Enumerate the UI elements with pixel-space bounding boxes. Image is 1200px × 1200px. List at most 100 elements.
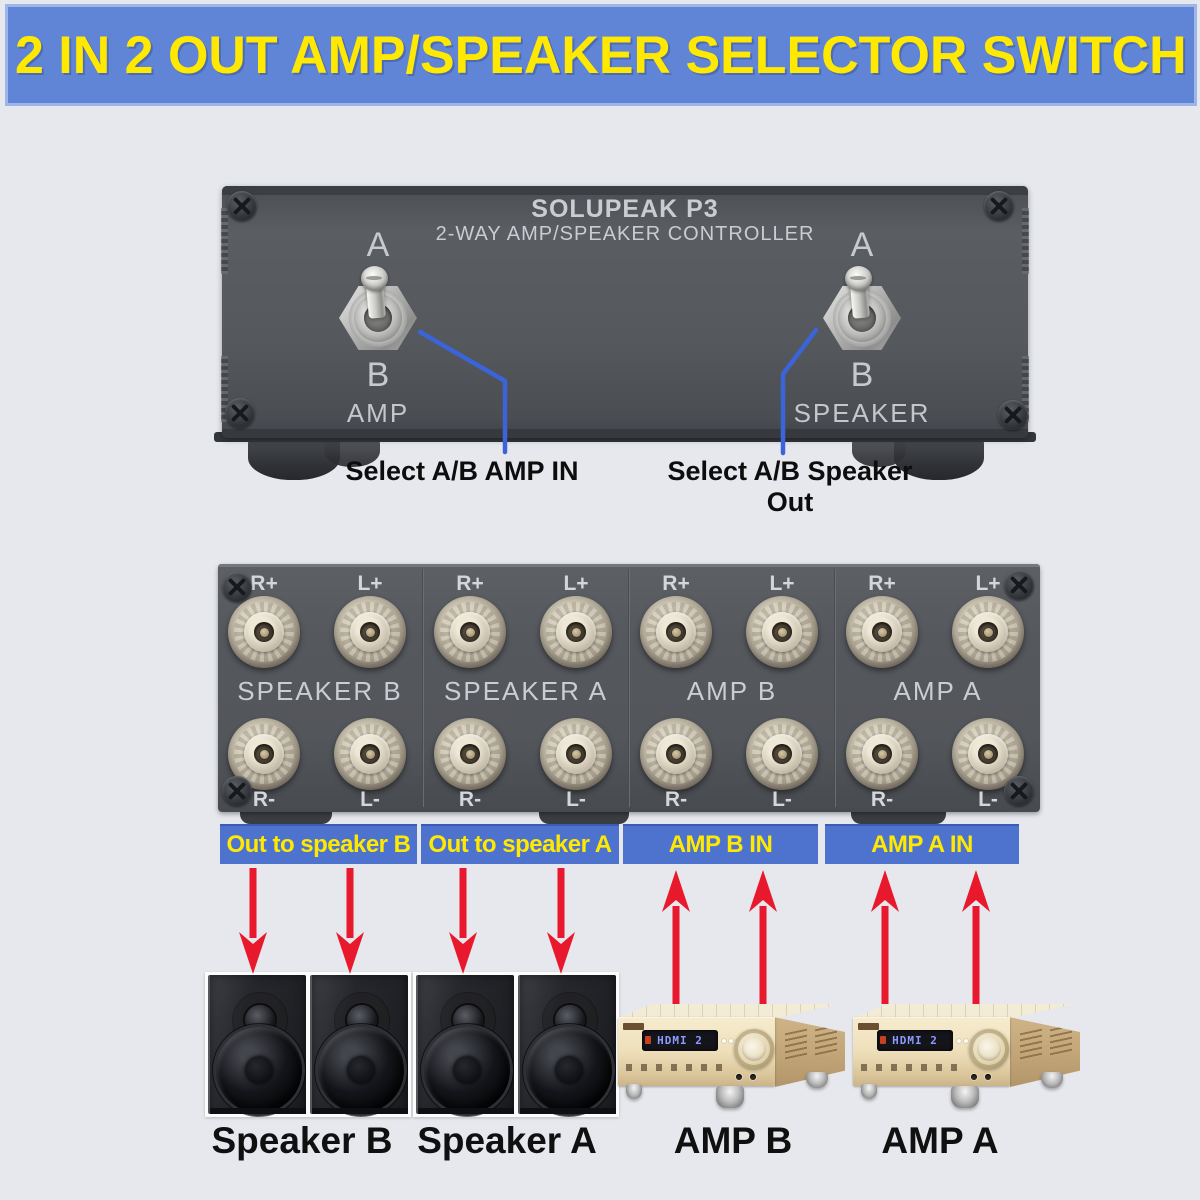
section-divider	[628, 569, 630, 807]
terminal-label: L-	[360, 788, 380, 811]
signal-arrows-from-amps	[662, 870, 990, 1004]
woofer	[216, 1027, 302, 1113]
section-name: AMP B	[686, 676, 778, 706]
bookshelf-speaker	[310, 975, 408, 1114]
terminal-section-amp-a: R+ L+ AMP A R- L-	[836, 564, 1040, 812]
headphone-jack	[736, 1074, 742, 1080]
headphone-jack	[971, 1074, 977, 1080]
power-led	[645, 1036, 651, 1044]
amp-a-image: HDMI 2	[845, 1000, 1083, 1112]
volume-knob	[734, 1029, 774, 1069]
woofer	[526, 1027, 612, 1113]
section-divider	[834, 569, 836, 807]
signal-arrows-to-speakers	[239, 868, 575, 974]
page-title: 2 IN 2 OUT AMP/SPEAKER SELECTOR SWITCH	[15, 25, 1187, 85]
toggle-lever-cap	[361, 266, 388, 291]
speaker-switch-label: SPEAKER	[793, 398, 931, 428]
screw-icon	[222, 572, 252, 602]
binding-post	[640, 718, 712, 790]
woofer	[424, 1027, 510, 1113]
screw-icon	[998, 400, 1028, 430]
binding-post	[846, 718, 918, 790]
callout-speaker-out: Select A/B Speaker Out	[667, 456, 913, 517]
amp-switch-label: AMP	[346, 398, 410, 428]
binding-post	[640, 596, 712, 668]
section-name: SPEAKER A	[444, 676, 608, 706]
amp-front-face: HDMI 2	[618, 1017, 775, 1086]
amp-foot	[1041, 1072, 1063, 1088]
bookshelf-speaker	[208, 975, 306, 1114]
vent-grille	[1050, 1024, 1072, 1060]
section-name: AMP A	[893, 676, 983, 706]
mic-jack	[750, 1074, 756, 1080]
woofer	[318, 1027, 404, 1113]
screw-icon	[227, 191, 257, 221]
brand-model-text: SOLUPEAK P3	[531, 195, 719, 223]
screw-icon	[222, 776, 252, 806]
ridge-right-bottom	[1022, 356, 1029, 422]
amp-display: HDMI 2	[642, 1030, 718, 1051]
terminal-label: L-	[772, 788, 792, 811]
mic-jack	[985, 1074, 991, 1080]
amp-switch-position-a: A	[366, 226, 390, 264]
amp-foot	[626, 1084, 642, 1099]
button-row	[861, 1064, 961, 1071]
terminal-section-speaker-a: R+ L+ SPEAKER A R- L-	[424, 564, 628, 812]
amp-a-label: AMP A	[881, 1120, 999, 1161]
power-led	[880, 1036, 886, 1044]
terminal-label: R-	[664, 788, 688, 811]
terminal-label: R+	[456, 572, 484, 595]
bookshelf-speaker	[416, 975, 514, 1114]
vent-grille	[815, 1024, 837, 1060]
speaker-b-image	[205, 972, 411, 1117]
binding-post	[334, 596, 406, 668]
terminal-label: R+	[250, 572, 278, 595]
binding-post	[952, 596, 1024, 668]
terminal-label: R-	[458, 788, 482, 811]
amp-b-label: AMP B	[673, 1120, 793, 1161]
tag-amp-b-in: AMP B IN	[623, 824, 818, 864]
speaker-select-toggle-switch	[817, 250, 907, 374]
selector-switch-rear-panel: R+ L+ SPEAKER B R- L- R+ L+ SPEAKER A	[218, 564, 1040, 812]
amp-front-face: HDMI 2	[853, 1017, 1010, 1086]
amp-foot	[716, 1086, 744, 1108]
amp-foot	[861, 1084, 877, 1099]
ridge-left-top	[221, 208, 228, 274]
callout-amp-in: Select A/B AMP IN	[345, 456, 579, 486]
terminal-label: L+	[357, 572, 383, 595]
speaker-b-label: Speaker B	[211, 1120, 393, 1161]
amp-b-image: HDMI 2	[610, 1000, 848, 1112]
title-banner: 2 IN 2 OUT AMP/SPEAKER SELECTOR SWITCH	[5, 4, 1197, 106]
speaker-switch-position-b: B	[850, 356, 874, 394]
button-row	[626, 1064, 726, 1071]
amp-foot	[806, 1072, 828, 1088]
binding-post	[334, 718, 406, 790]
terminal-label: L+	[563, 572, 589, 595]
binding-post	[846, 596, 918, 668]
speaker-switch-position-a: A	[850, 226, 874, 264]
tag-out-to-speaker-a: Out to speaker A	[421, 824, 619, 864]
binding-post	[746, 718, 818, 790]
screw-icon	[225, 398, 255, 428]
terminal-label: L-	[978, 788, 998, 811]
terminal-label: L+	[769, 572, 795, 595]
ridge-left-bottom	[221, 356, 228, 422]
bookshelf-speaker	[518, 975, 616, 1114]
amp-top-lid	[618, 1004, 840, 1018]
terminal-label: R+	[868, 572, 896, 595]
amp-switch-position-b: B	[366, 356, 390, 394]
terminal-label: R-	[870, 788, 894, 811]
front-panel-top-edge	[222, 186, 1028, 195]
volume-knob	[969, 1029, 1009, 1069]
tag-amp-a-in: AMP A IN	[825, 824, 1019, 864]
binding-post	[540, 596, 612, 668]
panel-subtitle-text: 2-WAY AMP/SPEAKER CONTROLLER	[435, 223, 815, 245]
amp-select-toggle-switch	[333, 250, 423, 374]
binding-post	[434, 718, 506, 790]
binding-post	[434, 596, 506, 668]
amp-display: HDMI 2	[877, 1030, 953, 1051]
front-panel-bottom-edge	[222, 429, 1028, 438]
amp-top-lid	[853, 1004, 1075, 1018]
amp-foot	[951, 1086, 979, 1108]
